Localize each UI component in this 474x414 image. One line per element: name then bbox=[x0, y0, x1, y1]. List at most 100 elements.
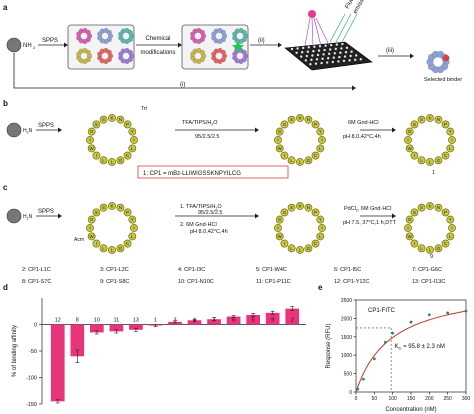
well bbox=[349, 54, 352, 58]
residue-label: S bbox=[290, 117, 293, 122]
panel-label-d: d bbox=[3, 283, 8, 292]
library-bead bbox=[241, 29, 247, 35]
resin-bead-b bbox=[6, 122, 22, 138]
residue-label: G bbox=[90, 217, 94, 222]
residue-label: W bbox=[90, 234, 95, 239]
cond2-label-b: 6M Gnd·HCl bbox=[348, 120, 379, 126]
x-axis-title: Concentration (nM) bbox=[385, 407, 436, 413]
library-bead bbox=[220, 49, 226, 55]
variant-label: 2: CP1-L1C bbox=[22, 267, 51, 273]
residue-label: K bbox=[298, 204, 302, 209]
residue-bead bbox=[410, 120, 419, 129]
residue-bead bbox=[87, 127, 96, 136]
residue-bead bbox=[404, 224, 412, 232]
residue-label: S bbox=[413, 122, 416, 127]
residue-label: I bbox=[451, 226, 452, 231]
bar bbox=[90, 324, 104, 333]
well bbox=[339, 51, 342, 54]
y-tick-label: 2500 bbox=[341, 298, 352, 304]
residue-bead bbox=[92, 208, 101, 217]
residue-label: S bbox=[290, 205, 293, 210]
category-label: 13 bbox=[133, 318, 139, 324]
bar bbox=[70, 324, 85, 357]
well bbox=[334, 47, 337, 51]
residue-label: P bbox=[314, 210, 317, 215]
well bbox=[344, 51, 348, 54]
arrow-head-spps-b bbox=[58, 127, 62, 133]
kd-annotation: KD = 95.8 ± 2.3 nM bbox=[395, 344, 445, 351]
residue-bead bbox=[441, 151, 450, 160]
residue-bead bbox=[311, 239, 320, 248]
residue-label: G bbox=[278, 129, 282, 134]
well bbox=[327, 57, 330, 60]
residue-label: Y bbox=[319, 217, 322, 222]
well bbox=[328, 52, 331, 56]
resin-bead bbox=[6, 37, 22, 53]
residue-label: I bbox=[96, 241, 97, 246]
data-point bbox=[446, 311, 450, 315]
arrow-head-spps-c bbox=[58, 213, 62, 219]
residue-label: G bbox=[119, 158, 123, 163]
residue-bead bbox=[426, 114, 434, 122]
well bbox=[321, 57, 324, 60]
well bbox=[326, 61, 329, 64]
well bbox=[311, 54, 314, 57]
bar bbox=[50, 324, 65, 402]
nh2-subscript: 2 bbox=[33, 45, 36, 50]
residue-label: Y bbox=[449, 217, 452, 222]
x-tick-label: 150 bbox=[407, 396, 416, 402]
well bbox=[296, 47, 299, 50]
bar bbox=[285, 308, 300, 325]
residue-bead bbox=[426, 246, 434, 254]
x-tick-label: 250 bbox=[443, 396, 452, 402]
arrow-head-deprotect-b bbox=[255, 127, 259, 133]
modified-library-box bbox=[181, 24, 249, 70]
variant-label: 8: CP1-S7C bbox=[22, 279, 51, 285]
bar bbox=[109, 324, 124, 332]
well bbox=[329, 48, 332, 51]
residue-bead bbox=[426, 158, 434, 166]
selected-binder-ring bbox=[426, 50, 450, 74]
peptide-library-rings bbox=[76, 28, 135, 64]
residue-bead bbox=[304, 244, 313, 253]
step-iii-label: (iii) bbox=[386, 48, 394, 54]
category-label: 3 bbox=[173, 318, 176, 324]
well bbox=[309, 62, 312, 66]
residue-bead bbox=[99, 244, 108, 253]
residue-bead bbox=[274, 224, 282, 232]
excitation-rays bbox=[304, 17, 330, 47]
well bbox=[307, 46, 310, 49]
residue-bead bbox=[116, 203, 125, 212]
residue-bead bbox=[405, 127, 414, 136]
well bbox=[306, 50, 309, 53]
residue-label: I bbox=[89, 138, 90, 143]
residue-bead bbox=[275, 144, 284, 153]
residue-bead bbox=[417, 156, 426, 165]
residue-label: N bbox=[307, 117, 310, 122]
data-point bbox=[383, 340, 387, 344]
h2n-label-b: H2N bbox=[23, 128, 33, 135]
residue-label: G bbox=[408, 217, 412, 222]
selected-bead bbox=[442, 54, 450, 62]
residue-label: G bbox=[408, 129, 412, 134]
variant-label: 3: CP1-L2C bbox=[100, 267, 129, 273]
well bbox=[350, 50, 353, 53]
bar bbox=[207, 319, 221, 325]
data-point bbox=[427, 313, 431, 317]
excitation-lamp-icon bbox=[308, 10, 316, 18]
library-bead bbox=[199, 49, 205, 55]
residue-bead bbox=[280, 239, 289, 248]
residue-label: N bbox=[307, 205, 310, 210]
residue-bead bbox=[417, 115, 426, 124]
variant-label: 4: CP1-I3C bbox=[178, 267, 205, 273]
bar bbox=[129, 324, 143, 330]
category-label: 5 bbox=[252, 318, 255, 324]
well bbox=[290, 47, 294, 51]
residue-label: P bbox=[314, 122, 317, 127]
residue-bead bbox=[448, 136, 456, 144]
residue-bead bbox=[316, 232, 325, 241]
bar bbox=[187, 320, 202, 325]
